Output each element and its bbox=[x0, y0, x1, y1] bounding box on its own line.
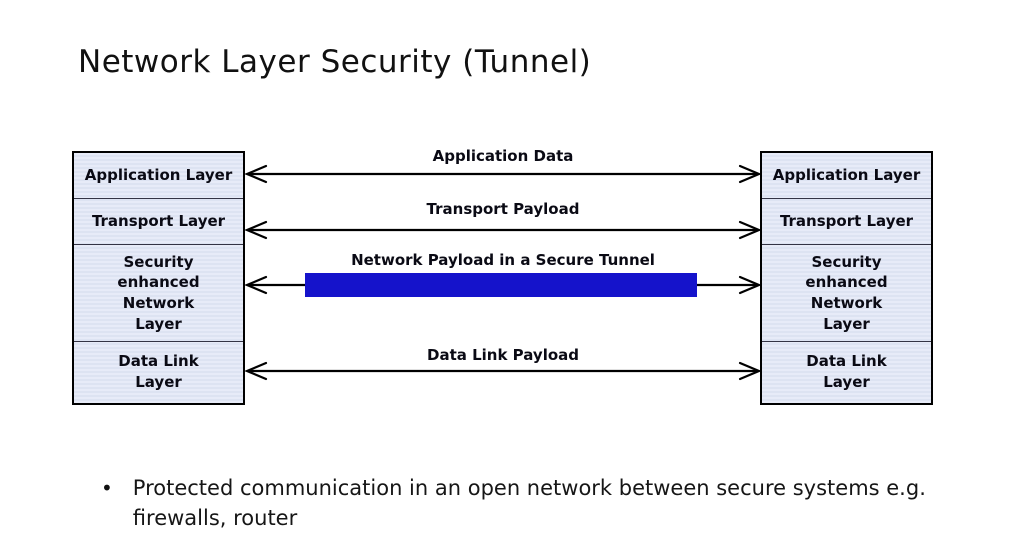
arrow-label-network-payload-secure-tunnel: Network Payload in a Secure Tunnel bbox=[351, 251, 655, 269]
right-stack-data-link-layer: Data Link Layer bbox=[806, 352, 887, 391]
left-protocol-stack: Application Layer Transport Layer Securi… bbox=[72, 151, 245, 405]
bullet-text: Protected communication in an open netwo… bbox=[132, 476, 926, 530]
secure-tunnel-bar bbox=[305, 273, 697, 297]
bullet-item: • Protected communication in an open net… bbox=[101, 473, 931, 533]
left-stack-transport-layer: Transport Layer bbox=[74, 199, 243, 245]
right-stack-application-layer: Application Layer bbox=[762, 153, 931, 199]
right-stack-security-network-layer: Security enhanced Network Layer bbox=[762, 245, 931, 342]
left-stack-security-network-layer: Security enhanced Network Layer bbox=[74, 245, 243, 342]
arrow-label-transport-payload: Transport Payload bbox=[426, 200, 580, 218]
bullet-marker: • bbox=[101, 476, 113, 500]
arrow-label-application-data: Application Data bbox=[432, 147, 574, 165]
right-protocol-stack: Application Layer Transport Layer Securi… bbox=[760, 151, 933, 405]
page-title: Network Layer Security (Tunnel) bbox=[78, 44, 592, 80]
right-stack-transport-layer: Transport Layer bbox=[762, 199, 931, 245]
arrow-label-data-link-payload: Data Link Payload bbox=[427, 346, 579, 364]
left-stack-application-layer: Application Layer bbox=[74, 153, 243, 199]
left-stack-data-link-layer: Data Link Layer bbox=[118, 352, 199, 391]
